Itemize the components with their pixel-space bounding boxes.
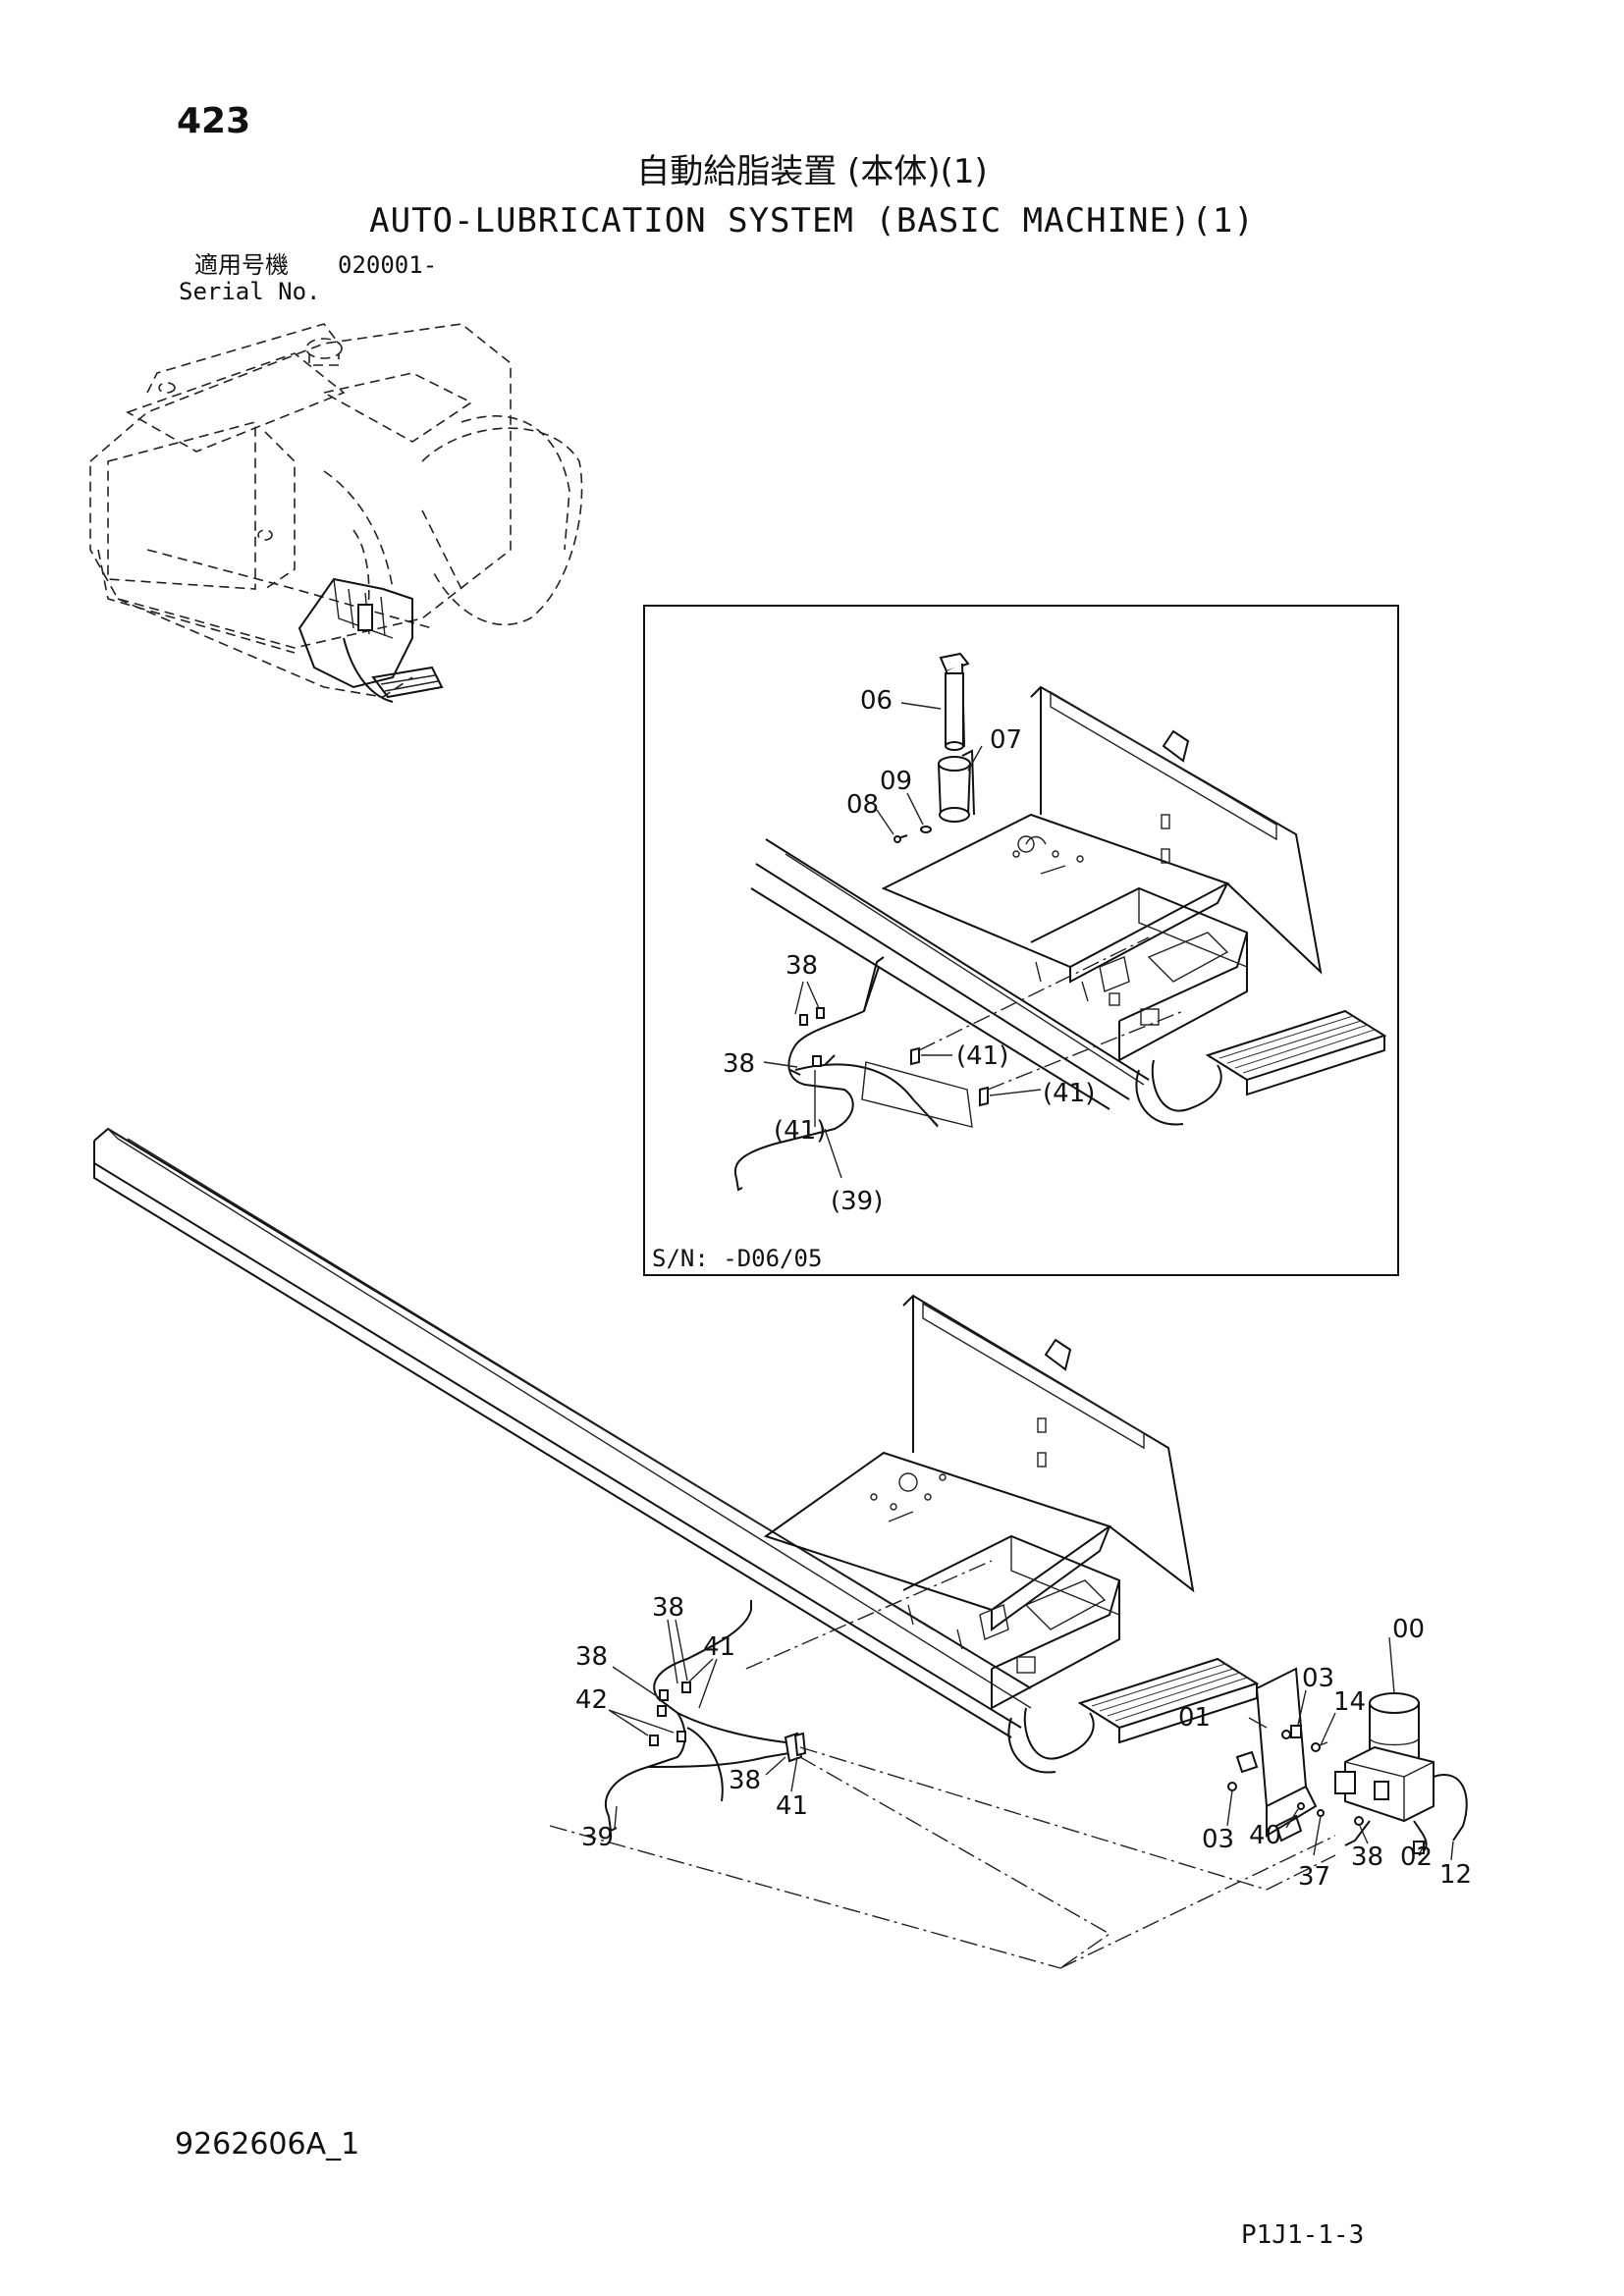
callout-39: 39: [581, 1823, 614, 1852]
callout-38-top: 38: [652, 1593, 684, 1623]
callout-12: 12: [1439, 1860, 1472, 1890]
callout-40: 40: [1249, 1821, 1281, 1850]
callout-03-upper: 03: [1302, 1664, 1334, 1693]
callout-03-lower: 03: [1202, 1825, 1234, 1854]
page-code: P1J1-1-3: [1241, 2220, 1365, 2250]
inset-callout-41-left: (41): [774, 1116, 826, 1146]
callout-42: 42: [575, 1685, 608, 1715]
callout-41-bottom: 41: [776, 1791, 808, 1821]
callout-01: 01: [1178, 1703, 1211, 1733]
callout-38-left: 38: [575, 1642, 608, 1672]
callout-38-bottom: 38: [729, 1766, 761, 1795]
inset-callout-38-left: 38: [723, 1049, 755, 1079]
inset-callout-06: 06: [860, 686, 893, 716]
callout-14: 14: [1333, 1687, 1366, 1717]
document-code: 9262606A_1: [175, 2127, 360, 2162]
title-japanese: 自動給脂装置 (本体)(1): [636, 152, 988, 191]
inset-callout-08: 08: [846, 790, 879, 820]
inset-callout-39: (39): [831, 1187, 883, 1216]
inset-callout-09: 09: [880, 767, 912, 796]
title-english: AUTO-LUBRICATION SYSTEM (BASIC MACHINE)(…: [369, 201, 1255, 240]
page-number: 423: [177, 101, 251, 141]
main-view-illustration: [93, 1127, 1468, 1969]
inset-frame: [643, 605, 1399, 1276]
inset-callout-38-top: 38: [785, 951, 818, 981]
inset-serial-note: S/N: -D06/05: [652, 1245, 822, 1272]
callout-38-pump: 38: [1351, 1842, 1383, 1872]
serial-label-english: Serial No.: [179, 278, 321, 305]
overview-machine-illustration: [89, 323, 583, 703]
callout-41-top: 41: [703, 1632, 735, 1662]
callout-00: 00: [1392, 1615, 1425, 1644]
main-view-callouts: 00 01 03 14 03 40 37 38 02 12 38 41 38 4…: [575, 1593, 1472, 1892]
callout-02: 02: [1400, 1842, 1433, 1872]
callout-37: 37: [1298, 1862, 1330, 1892]
serial-value: 020001-: [338, 251, 438, 279]
inset-callout-07: 07: [990, 725, 1022, 755]
inset-illustration: 06 07 09 08 38 38 (41) (41) (41) (39) S/…: [652, 652, 1387, 1272]
inset-callout-41-right: (41): [1043, 1079, 1095, 1108]
inset-callout-41-upper: (41): [956, 1041, 1008, 1071]
serial-label-japanese: 適用号機: [194, 251, 289, 279]
